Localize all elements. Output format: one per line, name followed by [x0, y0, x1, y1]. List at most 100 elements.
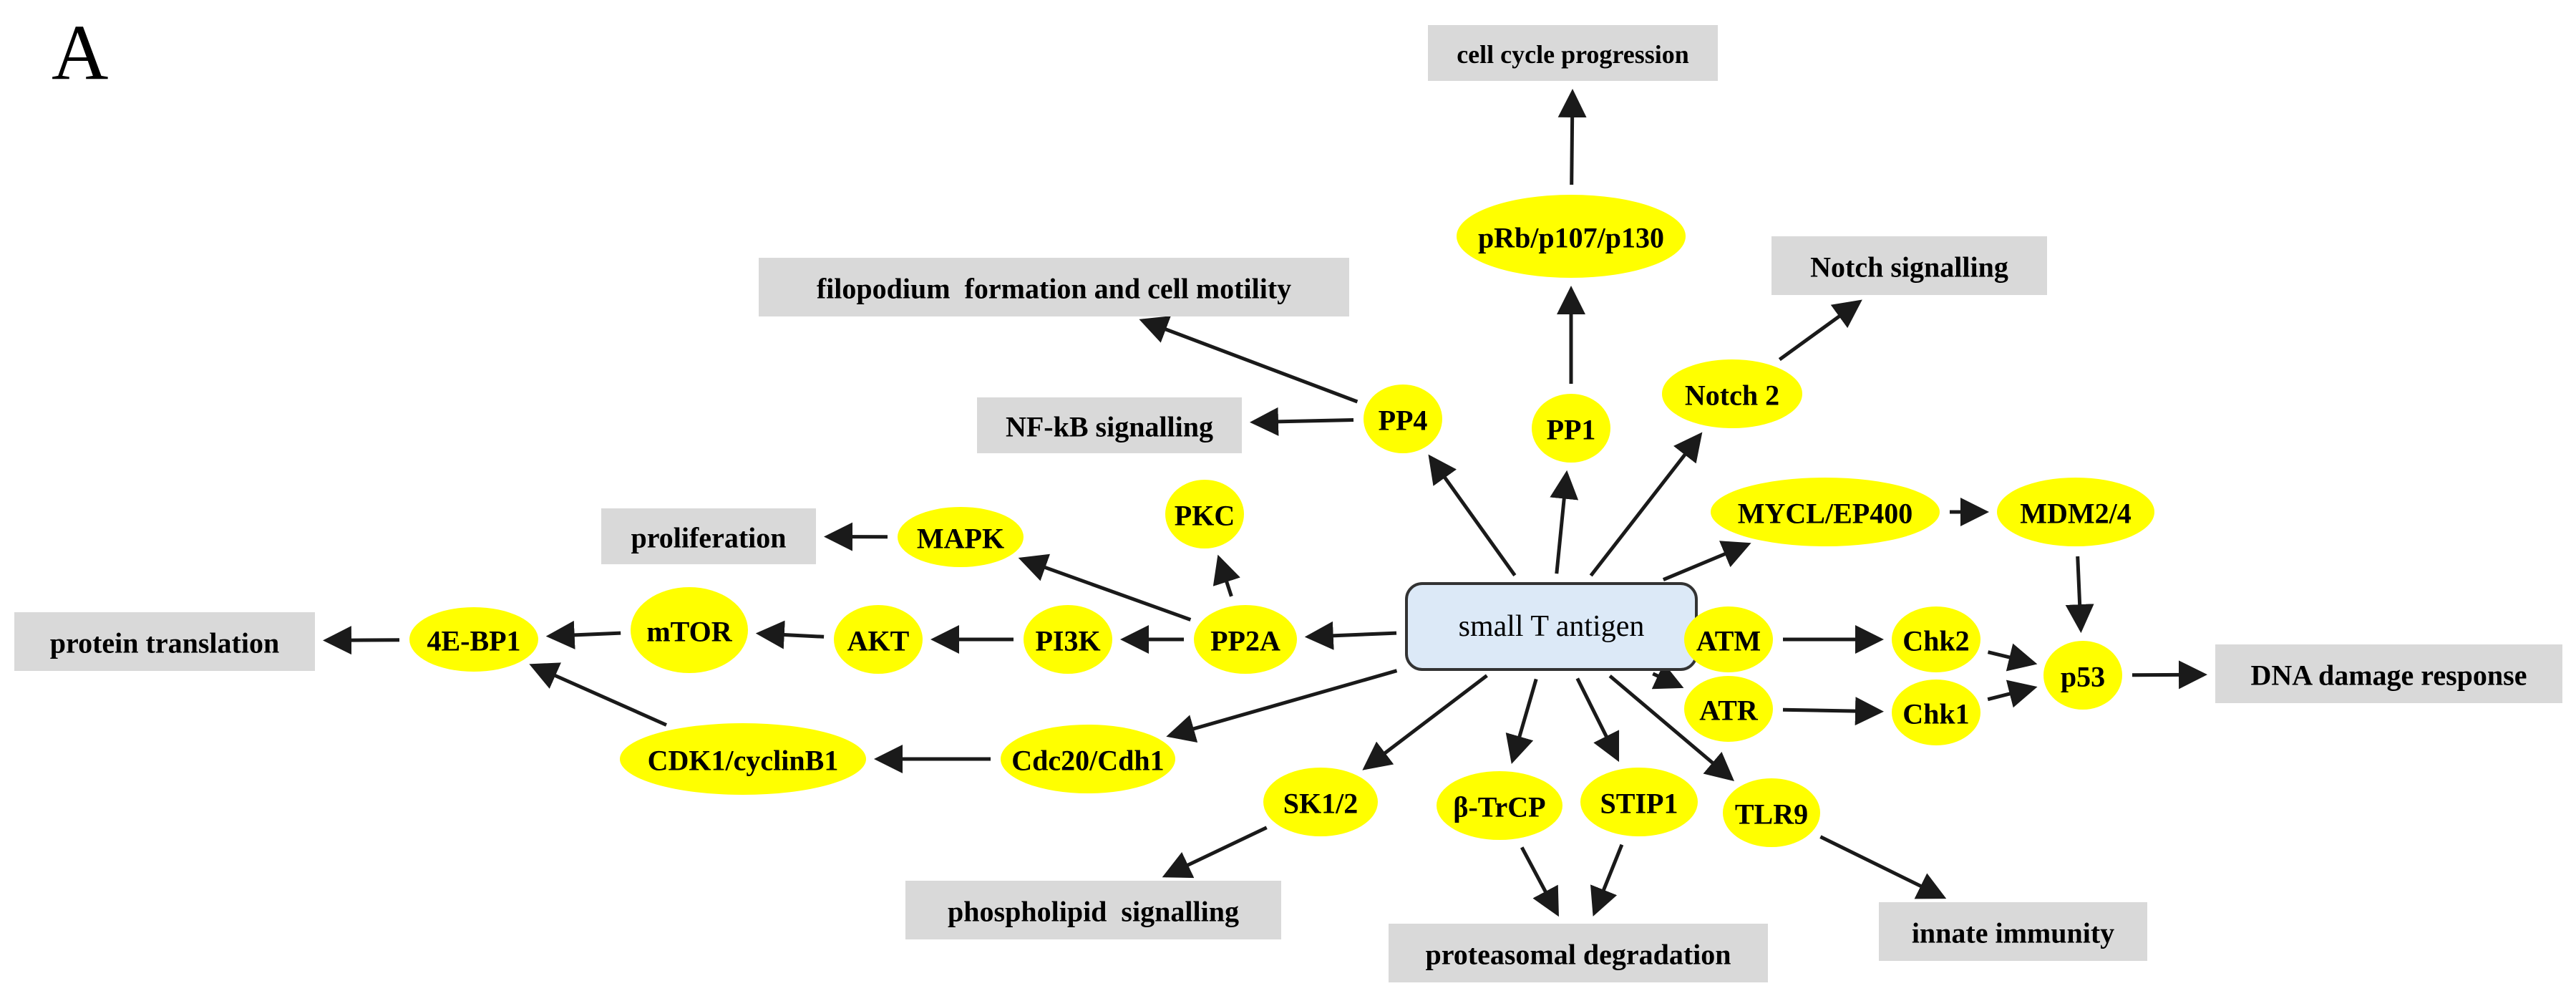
- molecule-node-pp2a: PP2A: [1194, 605, 1297, 674]
- molecule-label: 4E-BP1: [427, 625, 520, 657]
- molecule-node-prb: pRb/p107/p130: [1457, 195, 1686, 278]
- molecule-ellipse: [898, 507, 1024, 567]
- arrow-pp4-to-filo: [1139, 316, 1359, 404]
- arrow-sta-to-atr: [1651, 662, 1684, 690]
- molecule-label: Chk1: [1902, 698, 1969, 730]
- outcome-box-dna: DNA damage response: [2215, 644, 2562, 703]
- molecule-node-pp4: PP4: [1364, 385, 1442, 453]
- outcome-label: DNA damage response: [2251, 659, 2527, 692]
- molecule-node-stip1: STIP1: [1580, 768, 1698, 836]
- molecule-label: ATM: [1696, 625, 1761, 657]
- molecule-label: Chk2: [1902, 625, 1969, 657]
- arrow-mtor-to-4ebp1: [545, 620, 621, 649]
- molecule-node-chk2: Chk2: [1892, 606, 1980, 672]
- molecule-label: PKC: [1175, 500, 1235, 532]
- outcome-box-proteas: proteasomal degradation: [1389, 924, 1768, 982]
- outcome-box-nfkb: NF-kB signalling: [977, 397, 1242, 453]
- arrow-akt-to-mtor: [755, 620, 825, 649]
- molecule-label: SK1/2: [1283, 788, 1358, 820]
- arrow-sta-to-mycl: [1662, 541, 1751, 581]
- arrow-sta-to-stip1: [1575, 677, 1620, 763]
- outcome-rect: [1428, 25, 1718, 81]
- edges-layer: [323, 89, 2207, 917]
- molecule-ellipse: [1001, 725, 1175, 793]
- arrow-sta-to-pp1: [1550, 470, 1579, 574]
- molecule-ellipse: [1684, 606, 1773, 672]
- arrow-sta-to-pp4: [1428, 454, 1517, 577]
- molecule-label: Notch 2: [1685, 379, 1779, 412]
- molecule-ellipse: [1662, 359, 1802, 428]
- molecule-node-chk1: Chk1: [1892, 680, 1980, 745]
- molecule-node-pkc: PKC: [1165, 480, 1244, 548]
- molecule-node-mtor: mTOR: [631, 587, 748, 673]
- arrow-cdk1-to-4ebp1: [529, 662, 668, 727]
- molecule-node-atm: ATM: [1684, 606, 1773, 672]
- molecule-ellipse: [1165, 480, 1244, 548]
- molecule-ellipse: [1997, 478, 2154, 546]
- molecule-label: MAPK: [917, 523, 1004, 555]
- center-label: small T antigen: [1459, 610, 1645, 643]
- molecule-label: PP1: [1547, 414, 1596, 446]
- outcome-label: proliferation: [631, 522, 786, 554]
- outcome-box-phospho: phospholipid signalling: [905, 881, 1281, 939]
- molecule-label: STIP1: [1600, 788, 1678, 820]
- molecule-ellipse: [1364, 385, 1442, 453]
- arrow-chk2-to-p53: [1987, 643, 2038, 672]
- molecule-node-pi3k: PI3K: [1024, 605, 1112, 674]
- outcome-label: protein translation: [50, 627, 279, 659]
- node-small-t-antigen: small T antigen: [1405, 582, 1698, 671]
- arrow-sta-to-notch2: [1589, 432, 1703, 577]
- outcome-rect: [759, 258, 1349, 316]
- molecule-ellipse: [1437, 771, 1562, 840]
- molecule-node-mdm: MDM2/4: [1997, 478, 2154, 546]
- molecule-ellipse: [631, 587, 748, 673]
- molecule-ellipse: [1892, 606, 1980, 672]
- molecule-label: CDK1/cyclinB1: [648, 745, 839, 777]
- arrow-pp2a-to-mapk: [1018, 553, 1192, 622]
- molecule-node-mycl: MYCL/EP400: [1711, 478, 1940, 546]
- molecule-ellipse: [409, 607, 538, 672]
- arrow-notch2-to-notchsig: [1778, 299, 1862, 362]
- arrow-sta-to-pp2a: [1304, 621, 1397, 650]
- arrow-chk1-to-p53: [1987, 680, 2038, 708]
- outcome-rect: [1389, 924, 1768, 982]
- panel-label: A: [52, 9, 109, 96]
- molecule-ellipse: [2043, 641, 2122, 710]
- outcome-rect: [601, 508, 816, 564]
- molecule-ellipse: [1580, 768, 1698, 836]
- molecule-label: TLR9: [1735, 798, 1808, 831]
- molecule-ellipse: [1194, 605, 1297, 674]
- outcome-label: proteasomal degradation: [1425, 939, 1731, 971]
- outcome-label: phospholipid signalling: [948, 896, 1239, 928]
- molecule-node-tlr9: TLR9: [1723, 778, 1820, 847]
- molecule-ellipse: [1457, 195, 1686, 278]
- molecule-label: PI3K: [1035, 625, 1100, 657]
- molecule-node-sk12: SK1/2: [1263, 768, 1378, 836]
- outcome-box-prot: protein translation: [14, 612, 315, 671]
- outcome-box-ccp: cell cycle progression: [1428, 25, 1718, 81]
- outcome-rect: [2215, 644, 2562, 703]
- arrow-stip1-to-proteas: [1590, 843, 1624, 917]
- molecule-node-cdc20: Cdc20/Cdh1: [1001, 725, 1175, 793]
- molecule-ellipse: [1532, 394, 1610, 463]
- molecule-node-mapk: MAPK: [898, 507, 1024, 567]
- molecule-label: pRb/p107/p130: [1478, 222, 1664, 254]
- outcome-label: innate immunity: [1912, 917, 2114, 949]
- molecule-label: MYCL/EP400: [1738, 498, 1912, 530]
- molecule-node-cdk1: CDK1/cyclinB1: [620, 723, 866, 795]
- arrow-tlr9-to-innate: [1819, 835, 1947, 899]
- molecule-ellipse: [1723, 778, 1820, 847]
- molecule-label: PP2A: [1210, 625, 1280, 657]
- arrow-4ebp1-to-prot: [323, 626, 400, 655]
- molecule-ellipse: [834, 605, 923, 674]
- outcome-rect: [1771, 236, 2047, 295]
- outcome-box-filo: filopodium formation and cell motility: [759, 258, 1349, 316]
- outcome-box-prolif: proliferation: [601, 508, 816, 564]
- arrow-pp4-to-nfkb: [1250, 407, 1354, 436]
- molecule-label: β-TrCP: [1453, 791, 1545, 823]
- molecule-ellipse: [1711, 478, 1940, 546]
- molecule-ellipse: [1024, 605, 1112, 674]
- arrow-pp2a-to-pkc: [1212, 554, 1240, 597]
- arrow-sk12-to-phospho: [1162, 826, 1268, 879]
